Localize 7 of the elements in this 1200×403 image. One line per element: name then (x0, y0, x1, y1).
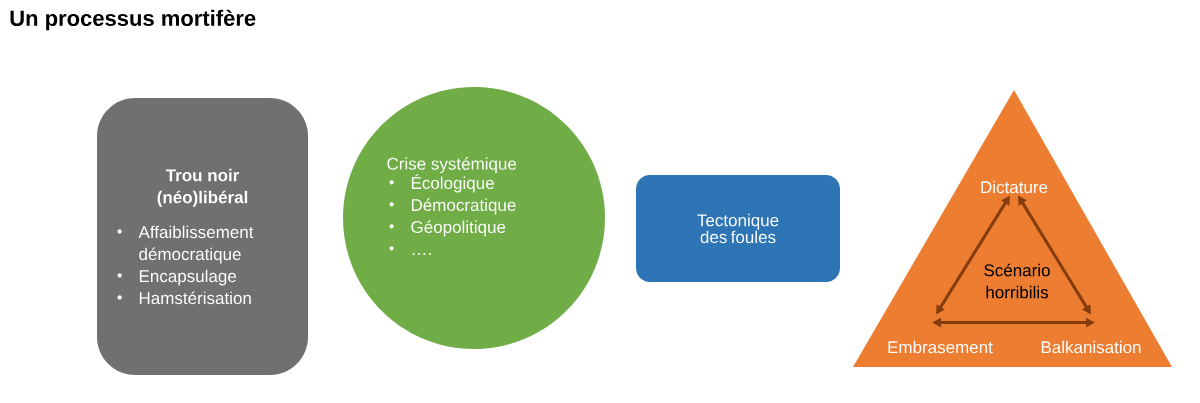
triangle-label: Scénario horribilis (984, 263, 1050, 299)
corner-label: Balkanisation (1041, 340, 1141, 354)
corner-label: Dictature (981, 180, 1048, 194)
rounded-box: Trou noir (néo)libéral Affaiblissement démocratique Encapsulage Hamstérisation (97, 98, 308, 375)
corner-label: Embrasement (888, 340, 993, 354)
rounded-box: Tectonique des foules (636, 175, 840, 282)
title: Un processus mortifère (10, 9, 256, 31)
